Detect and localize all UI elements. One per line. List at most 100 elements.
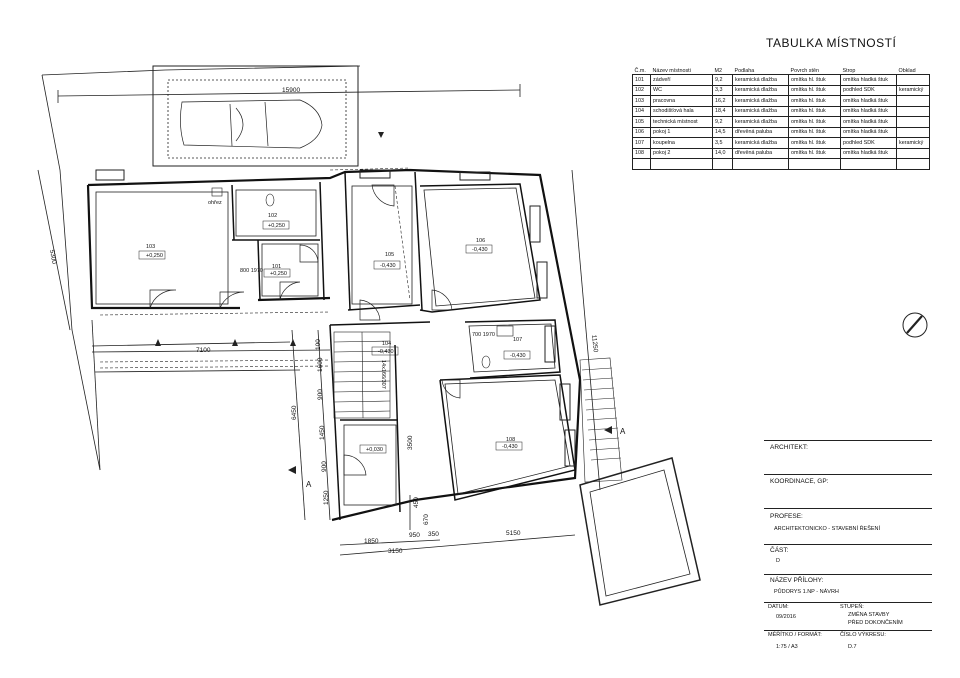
header-cell: Povrch stěn — [790, 68, 819, 74]
table-cell: zádveří — [650, 74, 713, 86]
label-ohrez: ohřez — [208, 200, 222, 206]
title-block: ARCHITEKT: KOORDINACE, GP: PROFESE: ARCH… — [764, 440, 932, 660]
room-102-elevation: +0,250 — [268, 223, 285, 229]
table-cell: omítka hladká štuk — [840, 116, 897, 128]
table-cell — [896, 95, 930, 107]
entry-arrow — [378, 132, 384, 138]
room-104-elevation: -0,430 — [378, 349, 394, 355]
table-cell: 107 — [632, 137, 651, 149]
room-103-number: 103 — [146, 244, 155, 250]
table-title: TABULKA MÍSTNOSTÍ — [766, 36, 897, 50]
dim-3150: 3150 — [388, 548, 403, 555]
header-cell: Strop — [842, 68, 856, 74]
table-cell: keramický — [896, 84, 930, 96]
garage-outline — [152, 65, 359, 167]
table-row-empty — [632, 158, 930, 170]
table-cell: omítka hladká štuk — [840, 74, 897, 86]
table-cell: omítka hl. štuk — [788, 137, 841, 149]
table-cell: keramická dlažba — [732, 84, 789, 96]
table-cell — [896, 147, 930, 159]
table-cell: keramická dlažba — [732, 116, 789, 128]
room-108-number: 108 — [506, 437, 515, 443]
table-cell — [896, 126, 930, 138]
table-header-row: Č.m. Název místnosti M2 Podlaha Povrch s… — [633, 66, 930, 75]
table-cell: omítka hl. štuk — [788, 126, 841, 138]
dim-1450: 1450 — [319, 425, 326, 440]
room-103-elevation: +0,250 — [146, 253, 163, 259]
table-cell: 3,5 — [712, 137, 733, 149]
nazev-label: NÁZEV PŘÍLOHY: — [770, 577, 824, 584]
table-cell: omítka hladká štuk — [840, 95, 897, 107]
table-cell: omítka hl. štuk — [788, 74, 841, 86]
profese-value: ARCHITEKTONICKO - STAVEBNÍ ŘEŠENÍ — [774, 526, 881, 532]
table-cell: 102 — [632, 84, 651, 96]
table-cell: 9,2 — [712, 116, 733, 128]
table-cell: omítka hl. štuk — [788, 84, 841, 96]
stupen-value-1: ZMĚNA STAVBY — [848, 612, 890, 618]
cast-label: ČÁST: — [770, 547, 789, 554]
room-108-elevation: -0,430 — [502, 444, 518, 450]
cislo-label: ČÍSLO VÝKRESU: — [840, 632, 886, 638]
table-cell — [840, 158, 897, 170]
table-cell: technická místnost — [650, 116, 713, 128]
room-105-number: 105 — [385, 252, 394, 258]
site-boundary-top — [41, 65, 361, 76]
nazev-value: PŮDORYS 1.NP - NÁVRH — [774, 589, 839, 595]
table-cell — [732, 158, 789, 170]
table-cell: pokoj 2 — [650, 147, 713, 159]
table-cell: dřevěná paluba — [732, 126, 789, 138]
table-cell: keramická dlažba — [732, 105, 789, 117]
table-cell — [896, 74, 930, 86]
cast-value: D — [776, 558, 780, 564]
room-102-number: 102 — [268, 213, 277, 219]
dim-350: 350 — [428, 531, 439, 538]
cislo-value: D.7 — [848, 644, 857, 650]
north-arrow — [902, 312, 928, 338]
dim-11250: 11250 — [590, 334, 599, 353]
table-cell: 16,2 — [712, 95, 733, 107]
header-cell: Obklad — [898, 68, 916, 74]
dim-7100: 7100 — [196, 347, 211, 354]
car-symbol — [180, 99, 323, 149]
table-cell: 18,4 — [712, 105, 733, 117]
table-cell: 105 — [632, 116, 651, 128]
table-cell: omítka hl. štuk — [788, 105, 841, 117]
external-stairs — [579, 357, 623, 483]
table-cell: omítka hl. štuk — [788, 116, 841, 128]
label-door-107: 700 1970 — [472, 332, 495, 338]
dim-1600: 1600 — [317, 357, 324, 372]
label-stair: 14x166/307 — [380, 360, 386, 389]
dim-5300: 5300 — [48, 249, 57, 265]
room-105-elevation: -0,430 — [380, 263, 396, 269]
header-cell: Podlaha — [734, 68, 755, 74]
table-cell — [712, 158, 733, 170]
table-cell: pokoj 1 — [650, 126, 713, 138]
room-table: Č.m. Název místnosti M2 Podlaha Povrch s… — [632, 66, 930, 170]
table-cell: schodišťová hala — [650, 105, 713, 117]
table-cell: podhled SDK — [840, 84, 897, 96]
table-cell: 104 — [632, 105, 651, 117]
table-cell: keramická dlažba — [732, 137, 789, 149]
dim-950: 950 — [409, 532, 420, 539]
dim-6450: 6450 — [291, 405, 298, 420]
room-101-number: 101 — [272, 264, 281, 270]
table-cell: podhled SDK — [840, 137, 897, 149]
table-cell — [896, 105, 930, 117]
dim-3500: 3500 — [407, 435, 414, 450]
table-cell: keramická dlažba — [732, 95, 789, 107]
toilet-bath — [481, 355, 491, 369]
table-cell: omítka hladká štuk — [840, 126, 897, 138]
profese-label: PROFESE: — [770, 513, 803, 520]
table-cell: omítka hl. štuk — [788, 147, 841, 159]
table-cell: dřevěná paluba — [732, 147, 789, 159]
header-cell: Č.m. — [634, 68, 646, 74]
table-cell: WC — [650, 84, 713, 96]
room-104-number: 104 — [382, 341, 391, 347]
